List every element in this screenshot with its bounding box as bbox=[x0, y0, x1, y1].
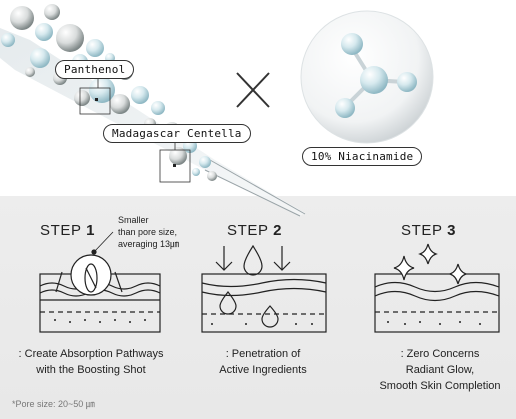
niacinamide-molecule-icon bbox=[300, 10, 434, 144]
step1-caption: : Create Absorption Pathways with the Bo… bbox=[8, 346, 174, 378]
step2-label: STEP bbox=[227, 222, 269, 239]
step3-caption: : Zero Concerns Radiant Glow, Smooth Ski… bbox=[366, 346, 514, 394]
step3-label: STEP bbox=[401, 222, 443, 239]
note-line: Smaller bbox=[118, 215, 149, 225]
step2-caption: : Penetration of Active Ingredients bbox=[188, 346, 338, 378]
step1-skin-icon bbox=[39, 231, 161, 333]
sparkle-icon bbox=[393, 243, 468, 285]
centella-label: Madagascar Centella bbox=[103, 124, 251, 143]
step2-number: 2 bbox=[273, 222, 283, 239]
caption-line: : Penetration of bbox=[225, 348, 301, 360]
step1-title: STEP 1 bbox=[40, 222, 95, 239]
steps-section bbox=[0, 196, 516, 419]
step3-title: STEP 3 bbox=[401, 222, 456, 239]
step1-number: 1 bbox=[86, 222, 96, 239]
step3-number: 3 bbox=[447, 222, 457, 239]
note-line: averaging 13㎛ bbox=[118, 239, 180, 249]
niacinamide-label: 10% Niacinamide bbox=[302, 147, 423, 166]
caption-line: with the Boosting Shot bbox=[36, 364, 146, 376]
caption-line: Active Ingredients bbox=[219, 364, 307, 376]
caption-line: Smooth Skin Completion bbox=[379, 380, 501, 392]
multiply-icon bbox=[236, 72, 270, 108]
caption-line: : Create Absorption Pathways bbox=[18, 348, 164, 360]
step2-skin-icon bbox=[201, 244, 327, 333]
caption-line: Radiant Glow, bbox=[405, 364, 475, 376]
step1-label: STEP bbox=[40, 222, 82, 239]
panthenol-label: Panthenol bbox=[55, 60, 135, 79]
step3-skin-icon bbox=[374, 273, 500, 333]
note-line: than pore size, bbox=[118, 227, 178, 237]
step2-title: STEP 2 bbox=[227, 222, 282, 239]
bubble-cluster bbox=[1, 4, 217, 181]
caption-line: : Zero Concerns bbox=[400, 348, 480, 360]
footnote: *Pore size: 20~50 ㎛ bbox=[12, 399, 95, 409]
pore-size-note: Smaller than pore size, averaging 13㎛ bbox=[118, 214, 179, 250]
